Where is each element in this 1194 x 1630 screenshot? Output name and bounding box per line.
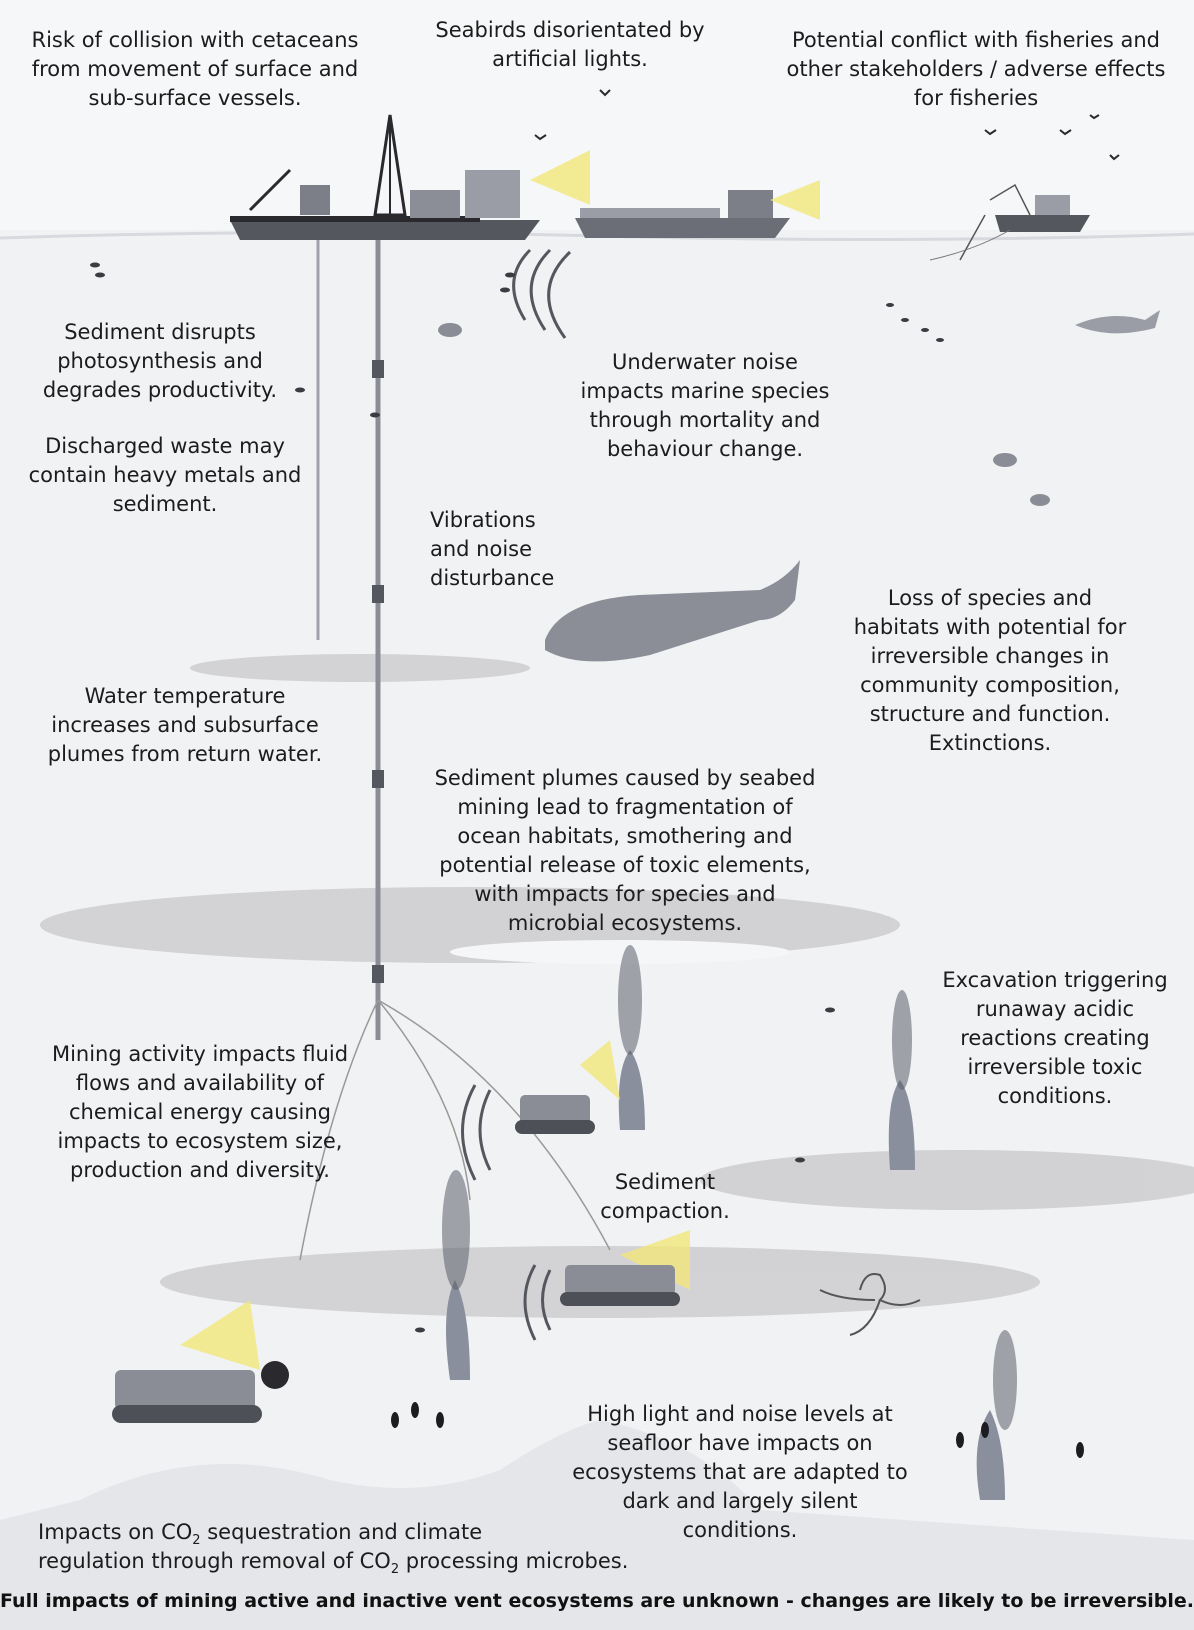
label-seabirds: Seabirds disorientated by artificial lig… <box>435 18 705 71</box>
fish-school <box>90 262 944 1333</box>
label-discharged-waste: Discharged waste may contain heavy metal… <box>28 434 302 516</box>
crawler-mid <box>515 1040 620 1134</box>
footer-conclusion: Full impacts of mining active and inacti… <box>0 1590 1194 1612</box>
plume-upper <box>190 654 530 682</box>
seafloor <box>0 1420 1194 1630</box>
cutter-head-icon <box>261 1361 289 1389</box>
crawler-left <box>112 1300 289 1423</box>
turtles <box>438 323 1050 506</box>
label-underwater-noise: Underwater noise impacts marine species … <box>580 350 830 461</box>
plume-right <box>700 1150 1194 1210</box>
label-fluid-flows: Mining activity impacts fluid flows and … <box>51 1042 349 1182</box>
support-vessel <box>575 180 820 238</box>
octopus-icon <box>819 1273 921 1336</box>
vessel-light-beam <box>770 180 820 220</box>
whale-icon <box>545 560 800 662</box>
crawler-right <box>560 1230 690 1306</box>
label-co2-sequestration: Impacts on CO2 sequestration and climate… <box>38 1520 629 1578</box>
plume-mid-gap <box>450 940 790 964</box>
label-water-temperature: Water temperature increases and subsurfa… <box>47 684 323 766</box>
label-sediment-photosynthesis: Sediment disrupts photosynthesis and deg… <box>42 320 278 402</box>
label-loss-of-species: Loss of species and habitats with potent… <box>853 586 1127 755</box>
sediment-plumes <box>40 654 1194 1318</box>
mining-ship <box>230 114 590 240</box>
fishing-boat <box>929 183 1090 261</box>
riser-pumps <box>372 360 384 983</box>
label-vibrations: Vibrations and noise disturbance <box>430 508 555 590</box>
seabirds <box>534 89 1120 161</box>
label-excavation: Excavation triggering runaway acidic rea… <box>942 968 1168 1108</box>
vent-smoke <box>442 945 1017 1430</box>
riser-cables <box>299 999 611 1261</box>
label-sediment-plumes: Sediment plumes caused by seabed mining … <box>434 766 816 935</box>
tube-worms <box>391 1402 1084 1458</box>
shark-icon <box>1075 310 1160 334</box>
label-cetacean-collision: Risk of collision with cetaceans from mo… <box>31 28 359 110</box>
label-light-noise-seafloor: High light and noise levels at seafloor … <box>572 1402 908 1542</box>
label-fisheries-conflict: Potential conflict with fisheries and ot… <box>786 28 1166 110</box>
label-sediment-compaction: Sediment compaction. <box>600 1170 730 1223</box>
ship-light-beam <box>530 150 590 205</box>
